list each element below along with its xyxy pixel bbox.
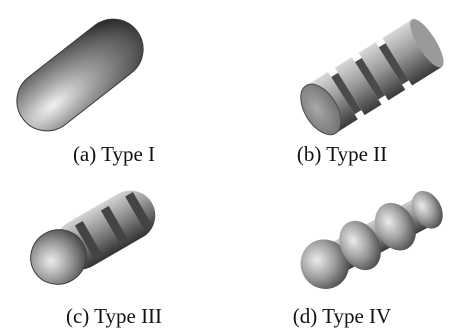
panel-type-1: (a) Type I <box>0 0 228 165</box>
capsule-shape-type-1 <box>0 0 228 165</box>
caption-type-3: (c) Type III <box>0 304 228 328</box>
grooved-cylinder-shape-type-2 <box>228 0 456 165</box>
panel-type-2: (b) Type II <box>228 0 456 165</box>
caption-type-2: (b) Type II <box>228 142 456 166</box>
panel-type-3: (c) Type III <box>0 165 228 330</box>
caption-type-1: (a) Type I <box>0 142 228 166</box>
panel-type-4: (d) Type IV <box>228 165 456 330</box>
caption-type-4: (d) Type IV <box>228 304 456 328</box>
